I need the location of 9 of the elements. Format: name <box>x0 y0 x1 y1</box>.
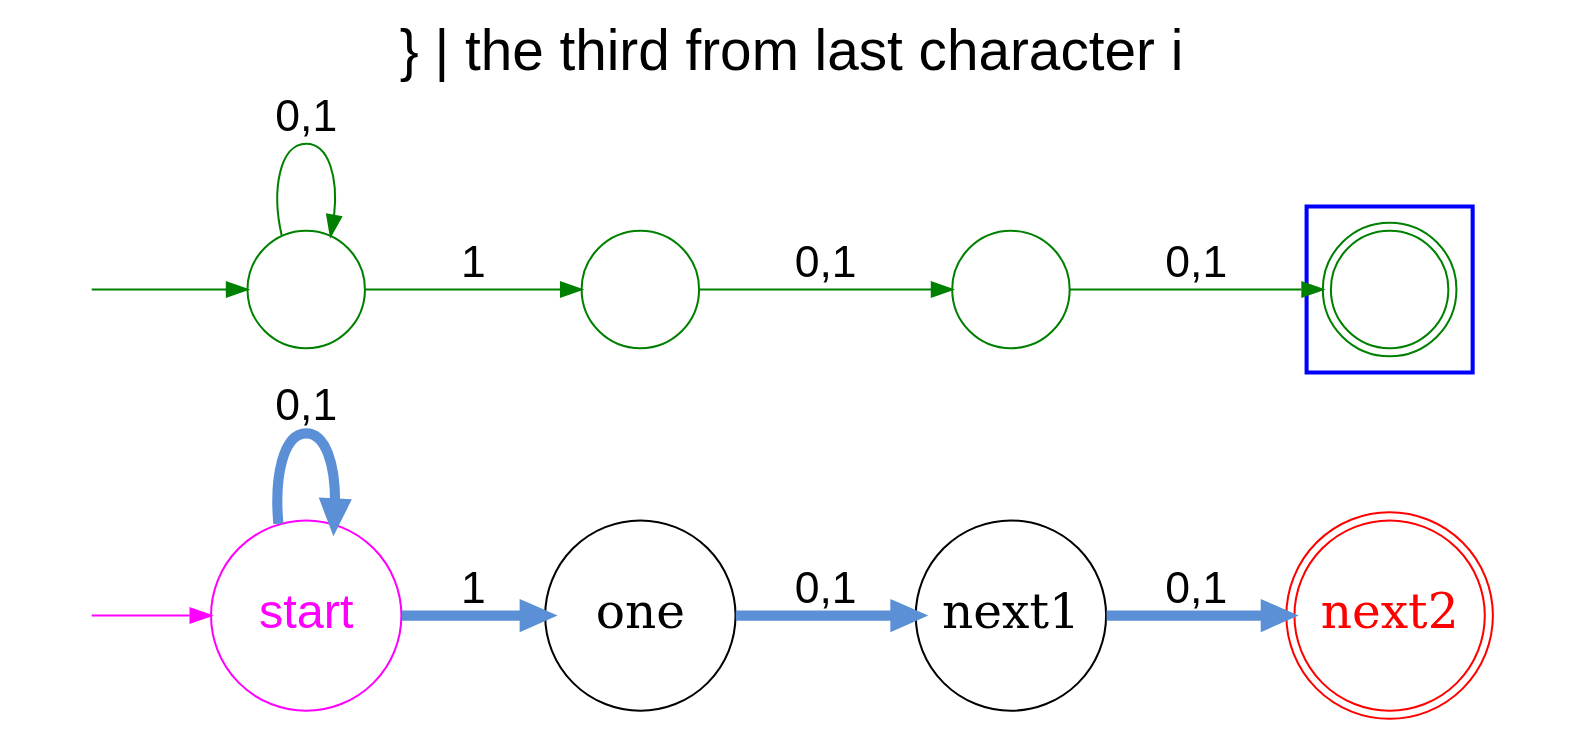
edge-label: 1 <box>460 236 486 286</box>
edge-label: 0,1 <box>1164 562 1227 612</box>
edge-label: 0,1 <box>274 90 337 140</box>
edge-label: 0,1 <box>274 380 337 430</box>
edge-label: 1 <box>460 562 486 612</box>
edge-label: 0,1 <box>1164 236 1227 286</box>
edge-label: 0,1 <box>794 236 857 286</box>
diagram-title: } | the third from last character i <box>399 18 1183 82</box>
edge-label: 0,1 <box>794 562 857 612</box>
